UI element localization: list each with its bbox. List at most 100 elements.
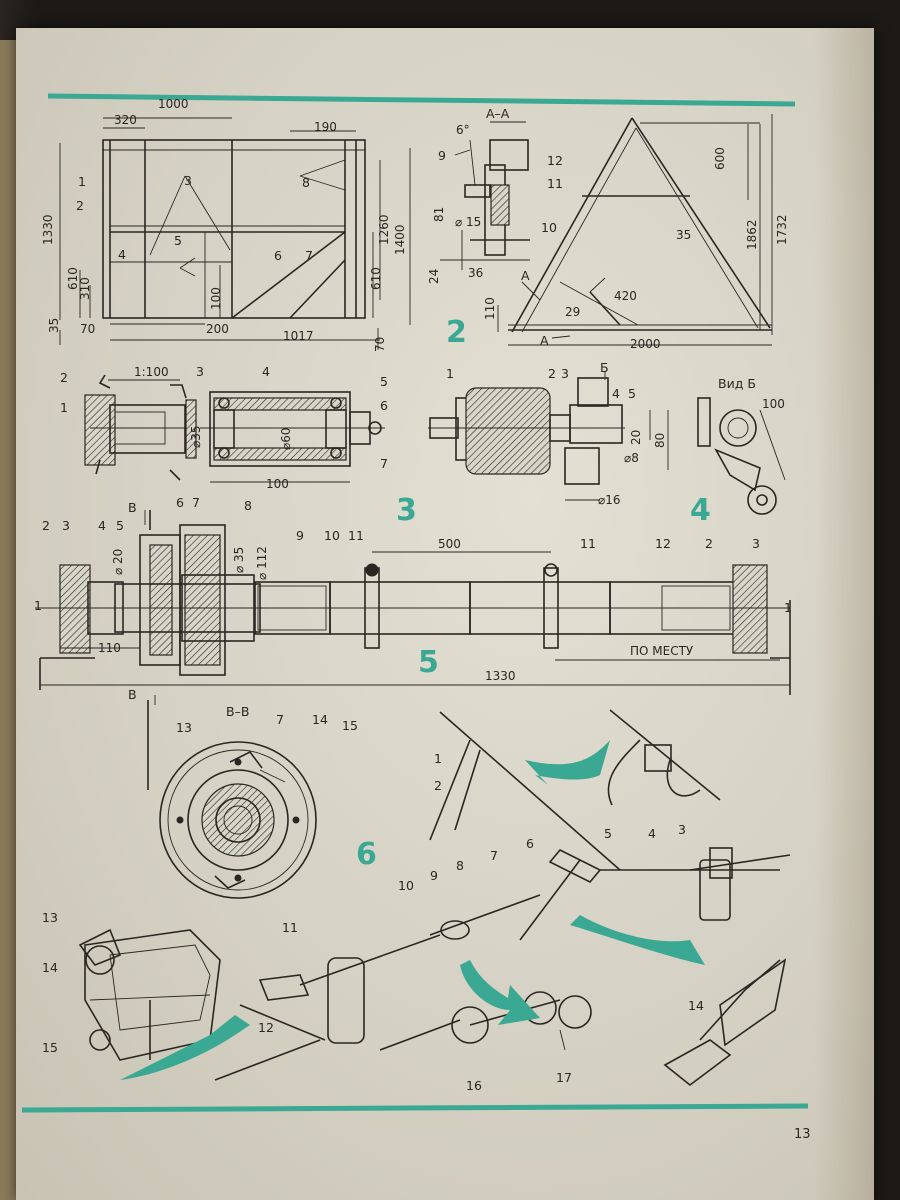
fig2-side-label-a2: А	[540, 333, 549, 348]
fig2-side-callout-12: 12	[547, 153, 563, 168]
fig5-label-v-top: В	[128, 500, 137, 515]
fig2-section-callout-9: 9	[438, 148, 446, 163]
fig2-dim-100: 100	[209, 287, 223, 310]
fig2-side-dim-600: 600	[713, 147, 727, 170]
fig5-callout-12: 12	[655, 536, 671, 551]
fig3-callout-7: 7	[380, 456, 388, 471]
fig2-dim-35: 35	[47, 318, 61, 333]
fig5-callout-4: 4	[98, 518, 106, 533]
fig5-callout-2-right: 2	[705, 536, 713, 551]
fig5-shaft-assembly	[35, 510, 791, 790]
fig5-callout-7: 7	[192, 495, 200, 510]
fig6-callout-14-clamp: 14	[688, 998, 704, 1013]
fig6-callout-5: 5	[604, 826, 612, 841]
fig2-dim-70-right: 70	[373, 337, 387, 352]
fig5-callout-8: 8	[244, 498, 252, 513]
fig6-callout-13: 13	[176, 720, 192, 735]
fig4-view-label: Вид Б	[718, 376, 756, 391]
fig2-section-dim-24: 24	[427, 269, 441, 284]
fig5-callout-11-left: 11	[348, 528, 364, 543]
fig5-callout-9: 9	[296, 528, 304, 543]
fig6-callout-16: 16	[466, 1078, 482, 1093]
fig2-dim-1400: 1400	[393, 224, 407, 255]
fig2-side-dim-1732: 1732	[775, 214, 789, 245]
fig5-callout-10: 10	[324, 528, 340, 543]
fig2-side-dim-35: 35	[676, 228, 691, 242]
fig6-callout-15: 15	[42, 1040, 58, 1055]
fig5-dim-35: ⌀ 35	[232, 547, 246, 573]
fig4-label-b: Б	[600, 360, 609, 375]
fig6-callout-2: 2	[434, 778, 442, 793]
fig2-section-dim-6deg: 6°	[456, 123, 470, 137]
fig6-callout-3: 3	[678, 822, 686, 837]
fig3-assembly	[84, 374, 385, 483]
fig2-dim-610-left: 610	[66, 267, 80, 290]
fig2-section-dim-36: 36	[468, 266, 483, 280]
fig2-callout-1: 1	[78, 174, 86, 189]
fig2-side-label-a1: А	[521, 268, 530, 283]
fig2-section-aa	[440, 121, 530, 270]
fig3-callout-2: 2	[60, 370, 68, 385]
fig2-callout-6: 6	[274, 248, 282, 263]
fig2-side-dim-2000: 2000	[630, 337, 661, 351]
fig4-callout-3: 3	[561, 366, 569, 381]
fig4-dim-20: 20	[629, 430, 643, 445]
fig5-callout-11-right: 11	[580, 536, 596, 551]
fig6-callout-9: 9	[430, 868, 438, 883]
fig6-callout-10: 10	[398, 878, 414, 893]
fig4-callout-4: 4	[612, 386, 620, 401]
fig6-callout-11: 11	[282, 920, 298, 935]
fig2-dim-1330: 1330	[41, 214, 55, 245]
fig2-dim-200: 200	[206, 322, 229, 336]
fig4-dim-100: 100	[762, 397, 785, 411]
fig6-section-vv	[159, 741, 317, 899]
fig4-callout-5: 5	[628, 386, 636, 401]
fig4-dim-8: ⌀8	[624, 451, 639, 465]
fig5-dim-500: 500	[438, 537, 461, 551]
fig3-callout-1: 1	[60, 400, 68, 415]
page-number: 13	[794, 1127, 811, 1142]
fig2-side-view	[497, 114, 773, 346]
fig2-side-callout-11: 11	[547, 176, 563, 191]
fig5-callout-6: 6	[176, 495, 184, 510]
fig2-callout-7: 7	[305, 248, 313, 263]
fig2-section-callout-10: 10	[541, 220, 557, 235]
fig6-callout-4: 4	[648, 826, 656, 841]
fig2-dim-610-right: 610	[369, 267, 383, 290]
fig4-callout-2: 2	[548, 366, 556, 381]
bottom-teal-rule	[21, 1103, 809, 1113]
fig2-section-title: А–А	[486, 106, 510, 121]
fig6-teal-arrows	[120, 740, 705, 1080]
fig5-dim-1330: 1330	[485, 669, 516, 683]
figure-6-number: 6	[356, 837, 377, 872]
top-teal-rule	[47, 93, 796, 107]
fig2-callout-2: 2	[76, 198, 84, 213]
fig6-section-title: В–В	[226, 704, 249, 719]
fig2-callout-3: 3	[184, 173, 192, 188]
fig3-callout-3: 3	[196, 364, 204, 379]
fig6-callout-17: 17	[556, 1070, 572, 1085]
fig2-dim-1260: 1260	[377, 214, 391, 245]
fig5-dim-112: ⌀ 112	[255, 546, 269, 580]
fig2-plan-view	[59, 117, 411, 350]
fig2-side-dim-1862: 1862	[745, 219, 759, 250]
fig6-callout-7-section: 7	[276, 712, 284, 727]
fig2-dim-310: 310	[78, 277, 92, 300]
fig4-callout-1: 1	[446, 366, 454, 381]
fig5-label-v-bottom: В	[128, 687, 137, 702]
fig2-callout-4: 4	[118, 247, 126, 262]
fig6-callout-14: 14	[42, 960, 58, 975]
fig3-callout-4: 4	[262, 364, 270, 379]
figure-3-number: 3	[396, 493, 417, 528]
fig2-side-dim-110: 110	[483, 297, 497, 320]
fig4-assembly	[428, 372, 786, 515]
fig6-callout-6: 6	[526, 836, 534, 851]
fig2-dim-1000: 1000	[158, 97, 189, 111]
fig2-dim-190: 190	[314, 120, 337, 134]
fig2-dim-1017: 1017	[283, 329, 314, 343]
fig3-dim-35: ⌀35	[189, 426, 203, 449]
fig2-section-dim-81: 81	[432, 207, 446, 222]
fig4-dim-80: 80	[653, 433, 667, 448]
fig3-dim-100: 100	[266, 477, 289, 491]
